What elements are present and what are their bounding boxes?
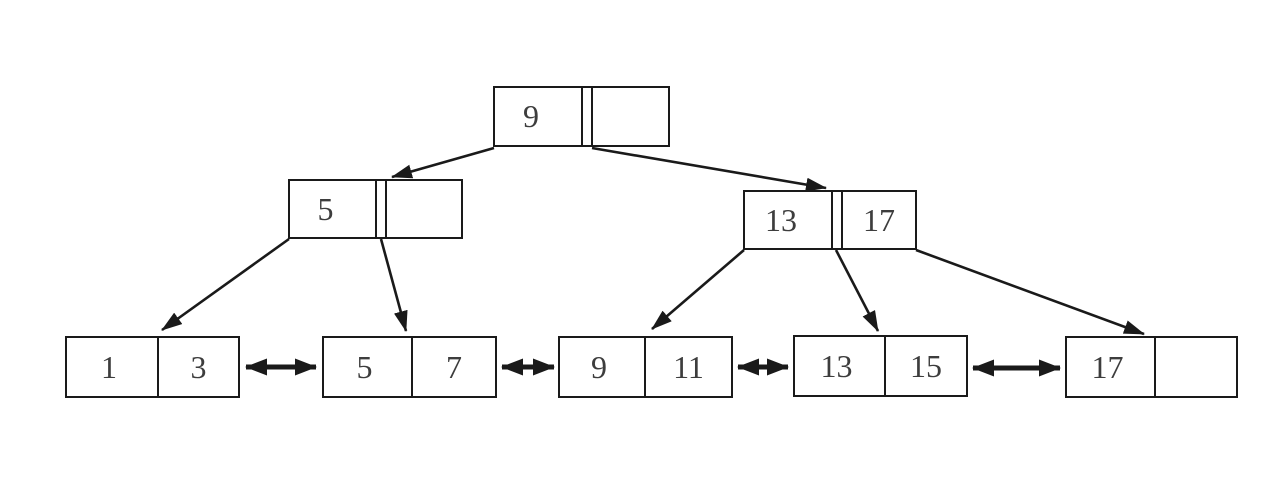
edge-left-internal-to-leaf2 — [379, 238, 408, 332]
leaf-3-key1-cell: 9 — [591, 348, 607, 385]
root-pointer-strip — [581, 88, 593, 145]
leaf-2-key2-cell: 7 — [411, 338, 495, 396]
tree-leaf-3: 9 11 — [558, 336, 733, 398]
edge-left-internal-to-leaf1 — [161, 237, 290, 332]
leaf-3-key2-cell: 11 — [644, 338, 731, 396]
tree-node-internal-right: 13 17 — [743, 190, 917, 250]
edge-root-to-right-internal — [591, 146, 827, 192]
leaf-5-key1-cell: 17 — [1091, 348, 1124, 385]
internal-left-empty-cell — [387, 181, 461, 237]
leaf-1-key1-cell: 1 — [101, 348, 117, 385]
internal-right-pointer-strip — [831, 192, 843, 248]
leaf-4-key1-cell: 13 — [820, 347, 853, 384]
internal-left-pointer-strip — [375, 181, 387, 237]
internal-right-key2-cell: 17 — [863, 201, 895, 238]
internal-left-key-cell: 5 — [317, 190, 334, 227]
root-key-cell: 9 — [523, 98, 539, 134]
leaf-1-key2-cell: 3 — [157, 338, 238, 396]
internal-right-key1-cell: 13 — [765, 201, 797, 238]
root-empty-cell — [593, 88, 668, 145]
tree-leaf-2: 5 7 — [322, 336, 497, 398]
leaf-2-key1-cell: 5 — [356, 348, 373, 385]
edge-right-internal-to-leaf3 — [651, 249, 745, 330]
tree-leaf-4: 13 15 — [793, 335, 968, 397]
tree-node-root: 9 — [493, 86, 670, 147]
edge-right-internal-to-leaf5 — [915, 248, 1145, 336]
tree-leaf-1: 1 3 — [65, 336, 240, 398]
leaf-5-empty-cell — [1154, 338, 1236, 396]
edge-right-internal-to-leaf4 — [834, 249, 880, 332]
tree-node-internal-left: 5 — [288, 179, 463, 239]
leaf-4-key2-cell: 15 — [884, 337, 966, 395]
edge-root-to-left-internal — [391, 146, 495, 179]
tree-leaf-5: 17 — [1065, 336, 1238, 398]
